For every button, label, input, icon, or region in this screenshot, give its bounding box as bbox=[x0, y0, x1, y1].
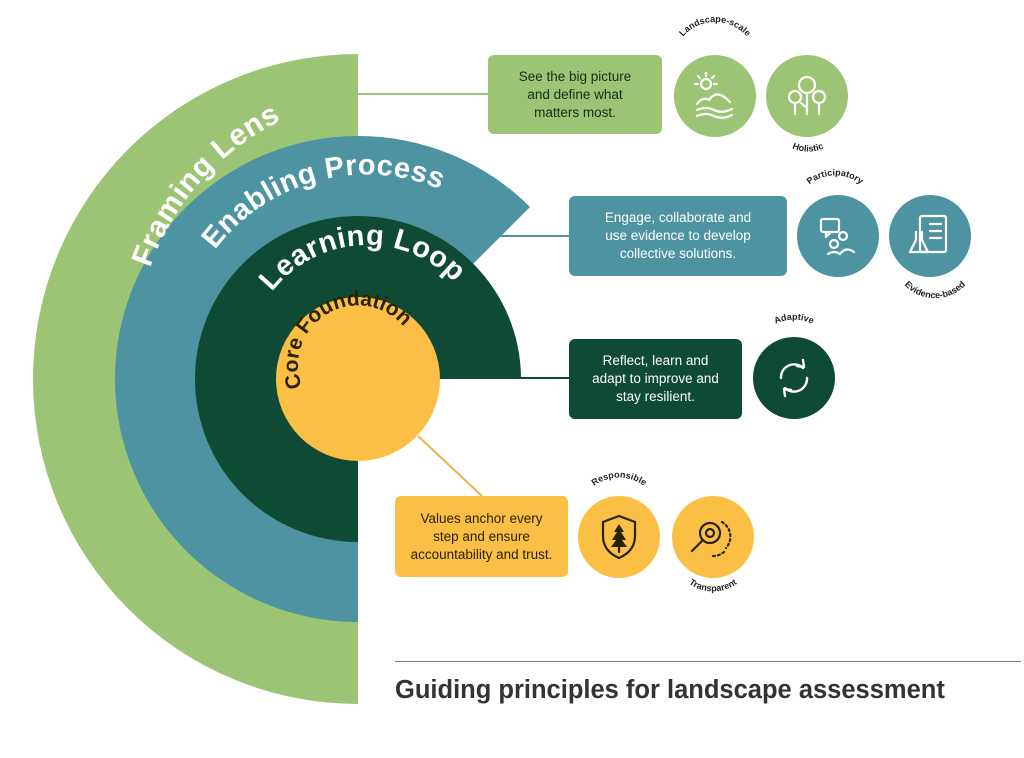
framing-description-box: See the big picture and define what matt… bbox=[488, 55, 662, 134]
principle-responsible: Responsible bbox=[578, 470, 660, 578]
framing-description: See the big picture and define what matt… bbox=[518, 68, 632, 120]
people-chat-icon bbox=[819, 217, 856, 256]
ring-core bbox=[276, 297, 440, 461]
principle-label-landscape-scale: Landscape-scale bbox=[677, 14, 753, 38]
principle-landscape-scale: Landscape-scale bbox=[674, 14, 756, 137]
footer-title: Guiding principles for landscape assessm… bbox=[395, 676, 945, 704]
enabling-description: Engage, collaborate and use evidence to … bbox=[604, 210, 752, 261]
svg-text:Participatory: Participatory bbox=[805, 167, 865, 186]
enabling-description-box: Engage, collaborate and use evidence to … bbox=[569, 196, 787, 276]
sun-over-hills-icon bbox=[693, 71, 734, 119]
principle-label-responsible: Responsible bbox=[590, 470, 649, 488]
principle-transparent: Transparent bbox=[672, 496, 754, 593]
refresh-arrows-icon bbox=[779, 358, 809, 398]
svg-text:Adaptive: Adaptive bbox=[772, 312, 815, 326]
core-description: Values anchor every step and ensure acco… bbox=[410, 510, 553, 562]
flask-document-icon bbox=[908, 214, 948, 254]
learning-description: Reflect, learn and adapt to improve and … bbox=[592, 353, 719, 404]
principle-holistic: Holistic bbox=[766, 55, 848, 154]
principle-label-transparent: Transparent bbox=[688, 577, 739, 594]
principle-label-adaptive: Adaptive bbox=[772, 312, 815, 326]
svg-text:Holistic: Holistic bbox=[791, 141, 824, 154]
connector-core bbox=[417, 435, 483, 497]
svg-text:Responsible: Responsible bbox=[590, 470, 649, 488]
learning-description-box: Reflect, learn and adapt to improve and … bbox=[569, 339, 742, 419]
magnifier-icon bbox=[690, 520, 732, 558]
principle-label-participatory: Participatory bbox=[805, 167, 865, 186]
core-description-box: Values anchor every step and ensure acco… bbox=[395, 496, 568, 577]
tree-cluster-icon bbox=[787, 75, 827, 116]
svg-text:Evidence-based: Evidence-based bbox=[903, 279, 967, 300]
svg-text:Landscape-scale: Landscape-scale bbox=[677, 14, 753, 38]
principle-participatory: Participatory bbox=[797, 167, 879, 277]
principle-label-holistic: Holistic bbox=[791, 141, 824, 154]
svg-text:Transparent: Transparent bbox=[688, 577, 739, 594]
footer-divider bbox=[395, 661, 1021, 662]
principle-adaptive: Adaptive bbox=[753, 312, 835, 419]
shield-tree-icon bbox=[601, 514, 637, 560]
principle-label-evidence-based: Evidence-based bbox=[903, 279, 967, 300]
principle-evidence-based: Evidence-based bbox=[889, 195, 971, 300]
